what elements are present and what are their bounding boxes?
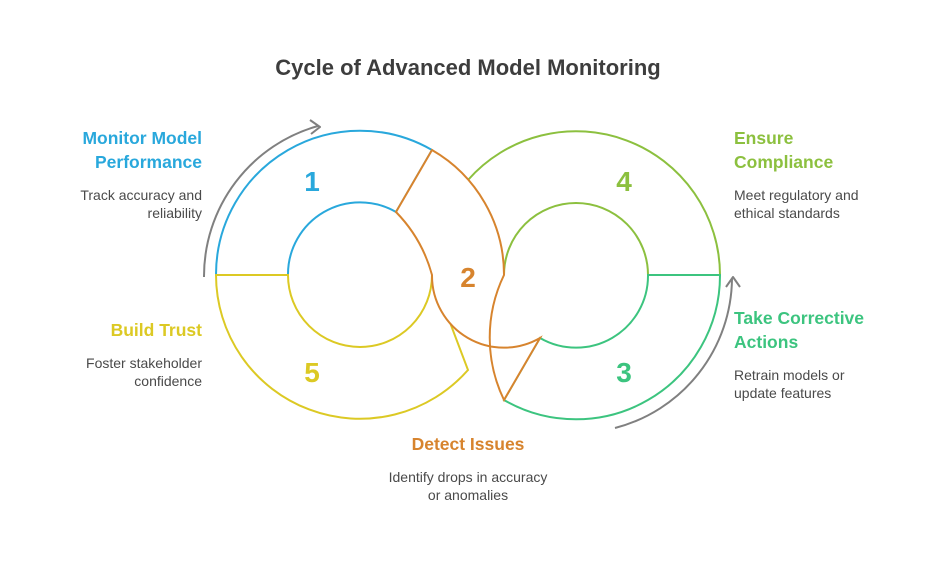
flow-arrow-bottom-right-icon [614, 276, 741, 429]
stage-desc-corrective: Retrain models or update features [734, 366, 934, 402]
segment-monitor [214, 129, 434, 276]
stage-title-compliance-line1: Ensure [734, 128, 794, 148]
stage-number-5: 5 [304, 357, 320, 388]
segment-compliance [466, 130, 722, 276]
stage-title-corrective: Take Corrective Actions [734, 306, 934, 354]
stage-desc-monitor: Track accuracy and reliability [2, 186, 202, 222]
stage-number-4: 4 [616, 166, 632, 197]
diagram-title: Cycle of Advanced Model Monitoring [275, 55, 660, 80]
stage-desc-compliance-line2: ethical standards [734, 205, 840, 221]
stage-desc-monitor-line2: reliability [147, 205, 202, 221]
stage-number-3: 3 [616, 357, 632, 388]
stage-desc-detect-line2: or anomalies [427, 487, 509, 503]
stage-title-trust-line1: Build Trust [110, 320, 202, 340]
segment-corrective [502, 274, 722, 421]
stage-desc-corrective-line1: Retrain models or [734, 367, 845, 383]
stage-desc-trust-line1: Foster stakeholder [86, 355, 202, 371]
stage-desc-corrective-line2: update features [734, 385, 832, 401]
stage-desc-detect: Identify drops in accuracy or anomalies [318, 468, 618, 504]
stage-title-compliance-line2: Compliance [734, 152, 834, 172]
stage-desc-trust: Foster stakeholder confidence [2, 354, 202, 390]
stage-desc-detect-line1: Identify drops in accuracy [388, 469, 548, 485]
stage-title-monitor: Monitor Model Performance [2, 126, 202, 174]
stage-title-detect: Detect Issues [318, 432, 618, 456]
stage-title-compliance: Ensure Compliance [734, 126, 934, 174]
stage-desc-trust-line2: confidence [134, 373, 202, 389]
stage-number-1: 1 [304, 166, 320, 197]
stage-desc-monitor-line1: Track accuracy and [80, 187, 202, 203]
stage-title-monitor-line1: Monitor Model [82, 128, 202, 148]
stage-title-corrective-line2: Actions [734, 332, 799, 352]
stage-title-corrective-line1: Take Corrective [734, 308, 865, 328]
stage-title-trust: Build Trust [2, 318, 202, 342]
segment-detect [394, 148, 543, 403]
stage-number-2: 2 [460, 262, 476, 293]
stage-title-detect-line1: Detect Issues [411, 434, 525, 454]
stage-title-monitor-line2: Performance [95, 152, 202, 172]
stage-desc-compliance-line1: Meet regulatory and [734, 187, 859, 203]
segment-trust [214, 274, 470, 420]
flow-arrow-top-left-icon [202, 119, 321, 278]
stage-desc-compliance: Meet regulatory and ethical standards [734, 186, 934, 222]
